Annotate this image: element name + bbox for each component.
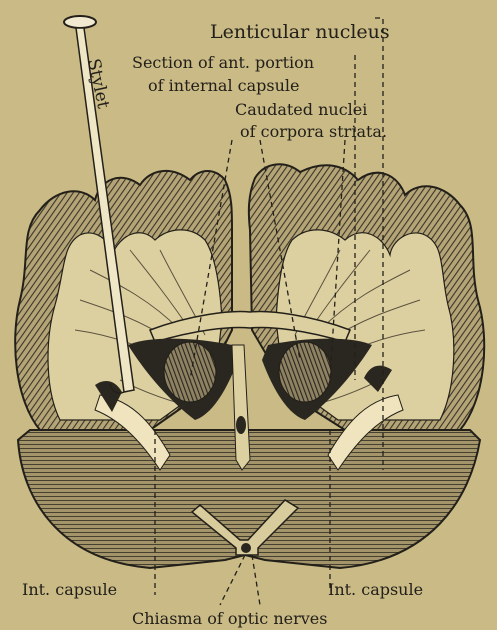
label-section-line2: of internal capsule xyxy=(148,76,300,95)
label-section-line1: Section of ant. portion xyxy=(132,53,314,72)
third-ventricle xyxy=(236,416,246,434)
label-chiasma: Chiasma of optic nerves xyxy=(132,609,327,628)
label-caudated-line2: of corpora striata. xyxy=(240,122,387,141)
label-caudated-line1: Caudated nuclei xyxy=(235,100,367,119)
label-lenticular-nucleus: Lenticular nucleus xyxy=(210,21,390,43)
label-int-capsule-left: Int. capsule xyxy=(22,580,117,599)
right-caudate-nucleus xyxy=(279,342,331,402)
label-int-capsule-right: Int. capsule xyxy=(328,580,423,599)
left-caudate-nucleus xyxy=(164,342,216,402)
